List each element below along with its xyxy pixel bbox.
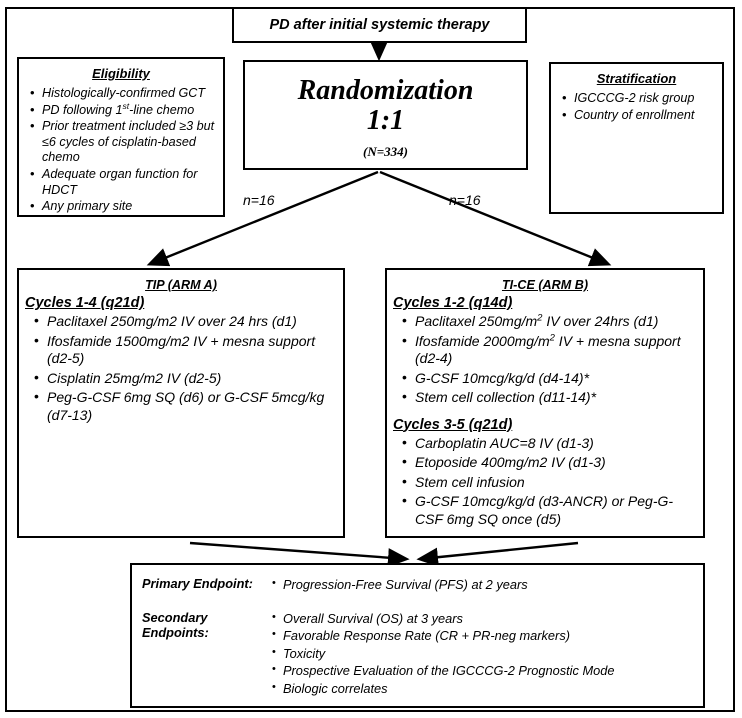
primary-endpoint-items: Progression-Free Survival (PFS) at 2 yea… — [272, 575, 703, 594]
branch-label-right: n=16 — [449, 192, 481, 208]
secondary-endpoint-label: Secondary Endpoints: — [142, 609, 209, 640]
list-item: Biologic correlates — [272, 679, 703, 698]
arm-a-header: TIP (ARM A) — [145, 278, 217, 292]
list-item: Toxicity — [272, 644, 703, 663]
list-item: IGCCCG-2 risk group — [561, 90, 716, 107]
list-item: Country of enrollment — [561, 107, 716, 124]
stratification-list: IGCCCG-2 risk group Country of enrollmen… — [551, 90, 722, 124]
randomization-line-2: 1:1 — [366, 105, 405, 136]
endpoints-box: Primary Endpoint: Progression-Free Survi… — [130, 563, 705, 708]
stratification-title: Stratification — [596, 71, 677, 86]
list-item: Prospective Evaluation of the IGCCCG-2 P… — [272, 661, 703, 680]
randomization-sample-size: (N=334) — [363, 144, 408, 159]
eligibility-box: Eligibility Histologically-confirmed GCT… — [17, 57, 225, 217]
pd-box-text: PD after initial systemic therapy — [269, 17, 490, 33]
list-item: Stem cell infusion — [401, 473, 695, 492]
list-item: Favorable Response Rate (CR + PR-neg mar… — [272, 626, 703, 645]
secondary-endpoint-row: Secondary Endpoints: Overall Survival (O… — [132, 609, 703, 698]
eligibility-title: Eligibility — [92, 66, 150, 81]
list-item: Cisplatin 25mg/m2 IV (d2-5) — [33, 369, 335, 388]
arm-b-header: TI-CE (ARM B) — [501, 278, 589, 292]
list-item: Peg-G-CSF 6mg SQ (d6) or G-CSF 5mcg/kg (… — [33, 388, 335, 424]
list-item: Paclitaxel 250mg/m2 IV over 24 hrs (d1) — [33, 312, 335, 331]
list-item: G-CSF 10mcg/kg/d (d3-ANCR) or Peg-G-CSF … — [401, 492, 695, 528]
list-item: Progression-Free Survival (PFS) at 2 yea… — [272, 575, 703, 594]
primary-endpoint-label: Primary Endpoint: — [142, 576, 253, 591]
list-item: Adequate organ function for HDCT — [29, 166, 217, 198]
list-item: PD following 1st-line chemo — [29, 101, 217, 119]
list-item: Ifosfamide 1500mg/m2 IV + mesna support … — [33, 332, 335, 368]
primary-endpoint-row: Primary Endpoint: Progression-Free Survi… — [132, 575, 703, 594]
list-item: Stem cell collection (d11-14)* — [401, 388, 695, 407]
list-item: Paclitaxel 250mg/m2 IV over 24hrs (d1) — [401, 312, 695, 331]
list-item: Histologically-confirmed GCT — [29, 85, 217, 102]
stratification-box: Stratification IGCCCG-2 risk group Count… — [549, 62, 724, 214]
eligibility-list: Histologically-confirmed GCT PD followin… — [19, 85, 223, 215]
arm-a-box: TIP (ARM A) Cycles 1-4 (q21d) Paclitaxel… — [17, 268, 345, 538]
list-item: Ifosfamide 2000mg/m2 IV + mesna support … — [401, 332, 695, 368]
arm-b-list-2: Carboplatin AUC=8 IV (d1-3) Etoposide 40… — [387, 434, 703, 529]
arm-b-cycle-header-2: Cycles 3-5 (q21d) — [393, 416, 513, 433]
pd-box: PD after initial systemic therapy — [232, 7, 527, 43]
list-item: Any primary site — [29, 198, 217, 215]
arm-a-list: Paclitaxel 250mg/m2 IV over 24 hrs (d1) … — [19, 312, 343, 424]
list-item: Prior treatment included ≥3 but ≤6 cycle… — [29, 118, 217, 166]
arm-a-cycle-header: Cycles 1-4 (q21d) — [25, 295, 145, 311]
list-item: G-CSF 10mcg/kg/d (d4-14)* — [401, 369, 695, 388]
list-item: Etoposide 400mg/m2 IV (d1-3) — [401, 453, 695, 472]
list-item: Overall Survival (OS) at 3 years — [272, 609, 703, 628]
randomization-box: Randomization 1:1 (N=334) — [243, 60, 528, 170]
branch-label-left: n=16 — [243, 192, 275, 208]
randomization-line-1: Randomization — [297, 75, 474, 106]
list-item: Carboplatin AUC=8 IV (d1-3) — [401, 434, 695, 453]
secondary-endpoint-items: Overall Survival (OS) at 3 years Favorab… — [272, 609, 703, 698]
arm-b-list-1: Paclitaxel 250mg/m2 IV over 24hrs (d1) I… — [387, 312, 703, 407]
arm-b-cycle-header-1: Cycles 1-2 (q14d) — [393, 295, 513, 311]
arm-b-box: TI-CE (ARM B) Cycles 1-2 (q14d) Paclitax… — [385, 268, 705, 538]
